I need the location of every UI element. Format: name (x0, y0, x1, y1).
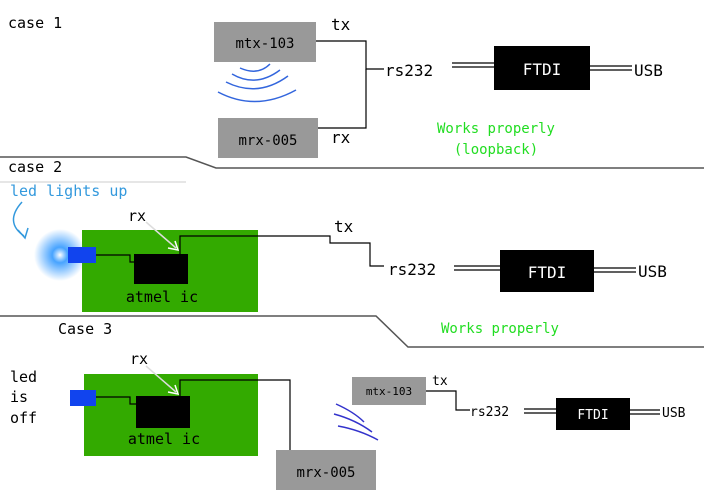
case-divider-1 (0, 156, 704, 169)
case1-title: case 1 (8, 14, 62, 32)
case1-wires (316, 40, 632, 129)
case2-rx-label: rx (128, 207, 146, 225)
case3-led-note-line1: led (10, 368, 37, 386)
case2-tx-label: tx (334, 217, 354, 236)
case2-atmel-label: atmel ic (126, 288, 198, 306)
case2-usb-label: USB (638, 262, 667, 281)
case3-rx-label: rx (130, 350, 148, 368)
case1-receiver-label: mrx-005 (238, 133, 297, 149)
case3-transmitter-label: mtx-103 (366, 385, 412, 398)
case3-atmel-label: atmel ic (128, 430, 200, 448)
case3-receiver-box (276, 450, 376, 490)
case3-wires (96, 379, 660, 450)
case1-rs232-label: rs232 (385, 61, 433, 80)
case3-rs232-label: rs232 (470, 405, 509, 420)
case3-receiver-label: mrx-005 (296, 465, 355, 481)
case1-tx-label: tx (331, 15, 351, 34)
case3-led-note-line3: off (10, 409, 37, 427)
case2-rs232-label: rs232 (388, 260, 436, 279)
case-divider-2 (0, 315, 704, 348)
case3-title: Case 3 (58, 320, 112, 338)
case1-radio-waves (217, 63, 297, 103)
case2-led-note: led lights up (10, 182, 127, 200)
case3-ftdi-label: FTDI (577, 408, 608, 423)
case1-ftdi-label: FTDI (523, 60, 562, 79)
case3-led (70, 390, 96, 406)
case2-ftdi-box (500, 250, 594, 292)
case1-note-line1: Works properly (437, 121, 555, 137)
case2-wires (96, 235, 636, 273)
case1-transmitter-label: mtx-103 (235, 36, 294, 52)
case1-receiver-box (218, 118, 318, 158)
case3-rx-pointer (145, 365, 180, 395)
case1-ftdi-box (494, 46, 590, 90)
case2-ftdi-label: FTDI (528, 263, 567, 282)
case3-radio-waves (333, 403, 379, 441)
case2-atmel-chip (134, 254, 188, 284)
case2-note-arrowhead (17, 227, 29, 240)
case3-led-note-line2: is (10, 388, 28, 406)
case3-usb-label: USB (662, 406, 686, 421)
case3-atmel-chip (136, 396, 190, 428)
case2-rx-pointer (145, 221, 180, 251)
case2-led (68, 247, 96, 263)
case2-led-glow (34, 229, 86, 281)
case3-works-note: Works properly (441, 321, 559, 337)
case3-ftdi-box (556, 398, 630, 430)
case3-tx-label: tx (432, 374, 448, 389)
case1-rx-label: rx (331, 128, 351, 147)
case1-note-line2: (loopback) (454, 142, 538, 158)
case1-usb-label: USB (634, 61, 663, 80)
case2-title: case 2 (8, 158, 62, 176)
case3-transmitter-box (352, 377, 426, 405)
case1-transmitter-box (214, 22, 316, 62)
